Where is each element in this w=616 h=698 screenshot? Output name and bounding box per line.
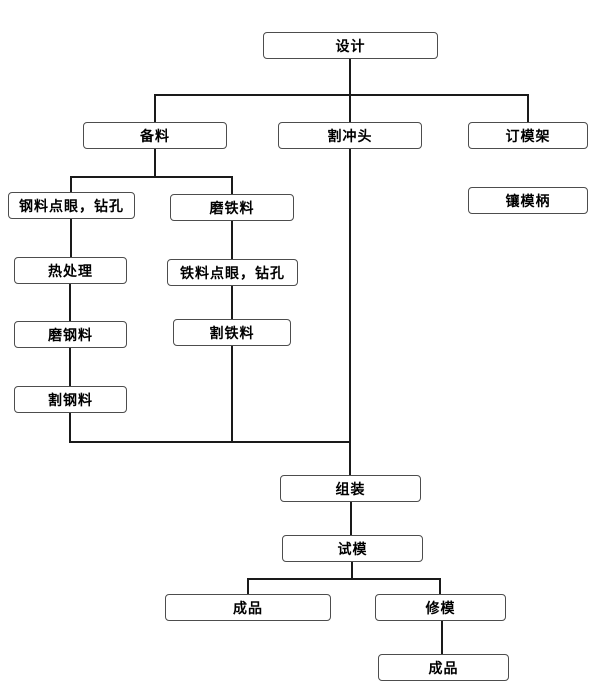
connector-steelspot-heat xyxy=(70,219,72,257)
flow-node-order-mold-frame: 订模架 xyxy=(468,122,588,149)
connector-bus-to-prepare xyxy=(154,94,156,122)
connector-bus-to-steelspot xyxy=(70,176,72,192)
flow-node-test-mold: 试模 xyxy=(282,535,423,562)
connector-bus-to-repair xyxy=(439,578,441,594)
connector-grindiron-ironspot xyxy=(231,221,233,259)
connector-merge-bus xyxy=(69,441,351,443)
flow-node-finished-product-left: 成品 xyxy=(165,594,331,621)
connector-grindsteel-cutsteel xyxy=(69,348,71,386)
flow-node-grind-iron: 磨铁料 xyxy=(170,194,294,221)
connector-heat-grindsteel xyxy=(69,284,71,321)
connector-design-down xyxy=(349,59,351,122)
flow-node-prepare-material: 备料 xyxy=(83,122,227,149)
connector-bus-to-grindiron xyxy=(231,176,233,194)
connector-bus-to-finished xyxy=(247,578,249,594)
flow-node-cut-steel: 割钢料 xyxy=(14,386,127,413)
connector-cutiron-merge xyxy=(231,346,233,443)
flow-node-cut-iron: 割铁料 xyxy=(173,319,291,346)
flow-node-assembly: 组装 xyxy=(280,475,421,502)
connector-repair-finished xyxy=(441,621,443,654)
connector-prepare-down xyxy=(154,149,156,177)
flow-node-iron-spot-drill: 铁料点眼，钻孔 xyxy=(167,259,298,286)
flow-node-grind-steel: 磨钢料 xyxy=(14,321,127,348)
flow-node-finished-product-bottom: 成品 xyxy=(378,654,509,681)
flow-node-heat-treatment: 热处理 xyxy=(14,257,127,284)
connector-assembly-testmold xyxy=(350,502,352,535)
connector-prepare-bus xyxy=(70,176,233,178)
connector-cutsteel-merge xyxy=(69,413,71,443)
connector-bus-to-orderframe xyxy=(527,94,529,122)
connector-ironspot-cutiron xyxy=(231,286,233,319)
flow-node-steel-spot-drill: 钢料点眼，钻孔 xyxy=(8,192,135,219)
connector-testmold-down xyxy=(351,562,353,580)
flow-node-design: 设计 xyxy=(263,32,438,59)
connector-bottom-bus xyxy=(247,578,441,580)
flow-node-insert-mold-handle: 镶模柄 xyxy=(468,187,588,214)
flow-node-repair-mold: 修模 xyxy=(375,594,506,621)
connector-cutpunch-assembly xyxy=(349,149,351,475)
connector-top-bus xyxy=(154,94,529,96)
flow-node-cut-punch: 割冲头 xyxy=(278,122,422,149)
